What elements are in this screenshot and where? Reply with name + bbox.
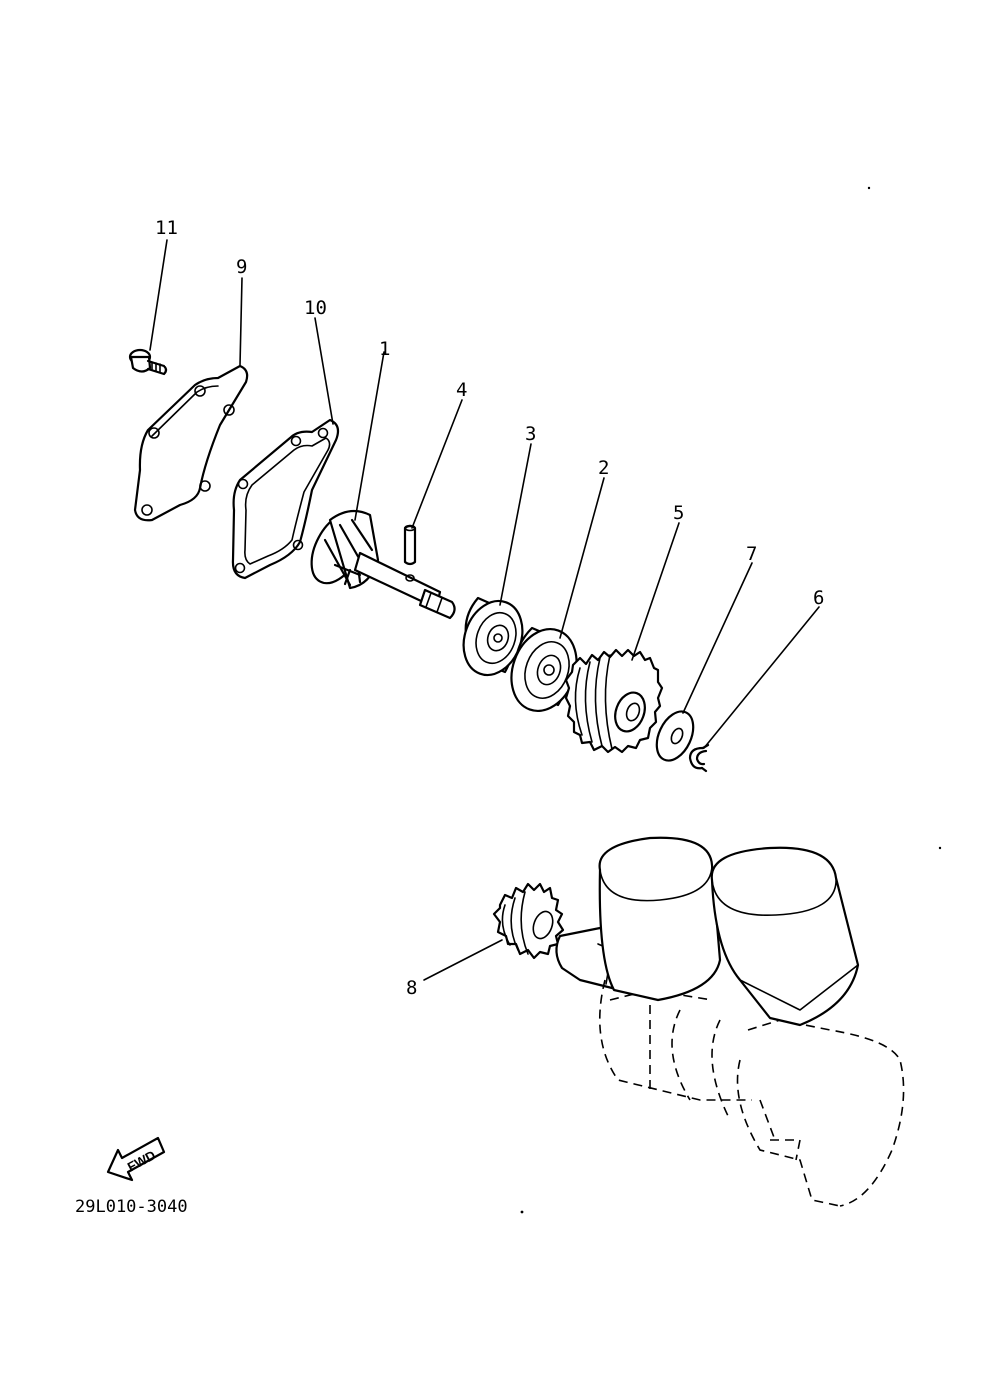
callout-8: 8 [406, 977, 417, 999]
callout-6: 6 [813, 587, 824, 609]
scan-speck [520, 1210, 524, 1214]
part-impeller-shaft [310, 509, 456, 620]
crankshaft-assembly [555, 836, 905, 1207]
part-drive-gear [492, 882, 565, 960]
part-washer [655, 710, 695, 762]
part-bearing-a [462, 596, 524, 677]
part-bearing-b [510, 626, 578, 712]
part-bolt [128, 348, 168, 376]
scan-speck [867, 186, 871, 190]
leader-lines [149, 239, 820, 981]
part-pin [403, 524, 417, 582]
callout-11: 11 [155, 217, 178, 239]
callout-4: 4 [456, 379, 467, 401]
callout-5: 5 [673, 502, 684, 524]
fwd-label: FWD [125, 1147, 158, 1174]
part-driven-gear [564, 648, 664, 754]
callout-1: 1 [379, 338, 390, 360]
part-gasket [231, 418, 340, 580]
part-circlip [688, 743, 710, 773]
callout-2: 2 [598, 457, 609, 479]
diagram-code: 29L010-3040 [75, 1197, 188, 1217]
callout-10: 10 [304, 297, 327, 319]
callout-labels: 11 9 10 1 4 3 2 5 7 6 8 [155, 217, 824, 999]
scan-speck [938, 846, 942, 850]
fwd-direction-badge: FWD [106, 1136, 166, 1182]
callout-3: 3 [525, 423, 536, 445]
callout-9: 9 [236, 256, 247, 278]
callout-7: 7 [746, 543, 757, 565]
part-cover-plate [133, 364, 249, 522]
